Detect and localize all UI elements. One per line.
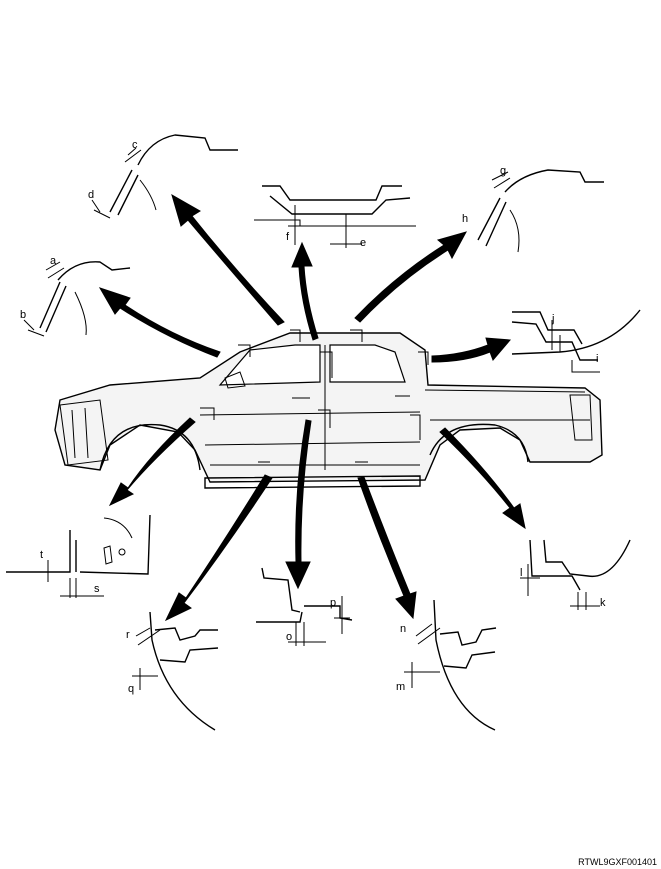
- label-p: p: [330, 597, 336, 609]
- detail-o-p: p o: [256, 567, 353, 646]
- label-e: e: [360, 237, 366, 249]
- label-h: h: [462, 213, 468, 225]
- detail-a-b: a b: [20, 255, 131, 337]
- detail-e-f: f e: [254, 185, 416, 249]
- arrow-to-o: [285, 419, 312, 590]
- label-q: q: [128, 683, 134, 695]
- detail-i-j: j i: [511, 309, 641, 373]
- label-i: i: [596, 353, 598, 365]
- label-n: n: [400, 623, 406, 635]
- label-f: f: [286, 231, 290, 243]
- detail-c-d: c d: [88, 134, 238, 219]
- detail-g-h: g h: [462, 165, 604, 253]
- pickup-truck: [54, 329, 603, 489]
- label-o: o: [286, 631, 292, 643]
- label-d: d: [88, 189, 94, 201]
- label-l: l: [520, 567, 522, 579]
- label-s: s: [94, 583, 100, 595]
- label-a: a: [50, 255, 57, 267]
- label-b: b: [20, 309, 26, 321]
- callout-arrows: [98, 193, 526, 622]
- label-g: g: [500, 165, 506, 177]
- arrow-to-n: [357, 476, 417, 620]
- detail-k-l: l k: [520, 539, 631, 610]
- arrow-to-k: [439, 427, 526, 530]
- detail-m-n: n m: [396, 599, 497, 731]
- arrow-to-a: [98, 287, 221, 358]
- label-k: k: [600, 597, 606, 609]
- label-t: t: [40, 549, 43, 561]
- arrow-to-e: [291, 241, 319, 341]
- figure-code: RTWL9GXF001401: [578, 857, 657, 867]
- arrow-to-t: [108, 417, 196, 507]
- arrow-to-g: [354, 231, 468, 323]
- label-j: j: [551, 313, 554, 325]
- label-c: c: [132, 139, 138, 151]
- detail-q-r: r q: [126, 611, 219, 731]
- arrow-to-i: [431, 337, 512, 363]
- label-m: m: [396, 681, 405, 693]
- arrow-to-c: [171, 193, 285, 326]
- label-r: r: [126, 629, 130, 641]
- detail-s-t: t s: [6, 514, 151, 598]
- arrow-to-r: [164, 474, 273, 622]
